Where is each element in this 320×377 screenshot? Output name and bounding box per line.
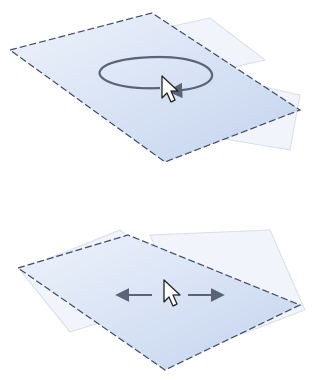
rotate-plane-diagram — [0, 0, 320, 180]
slide-plane-diagram — [0, 200, 320, 377]
